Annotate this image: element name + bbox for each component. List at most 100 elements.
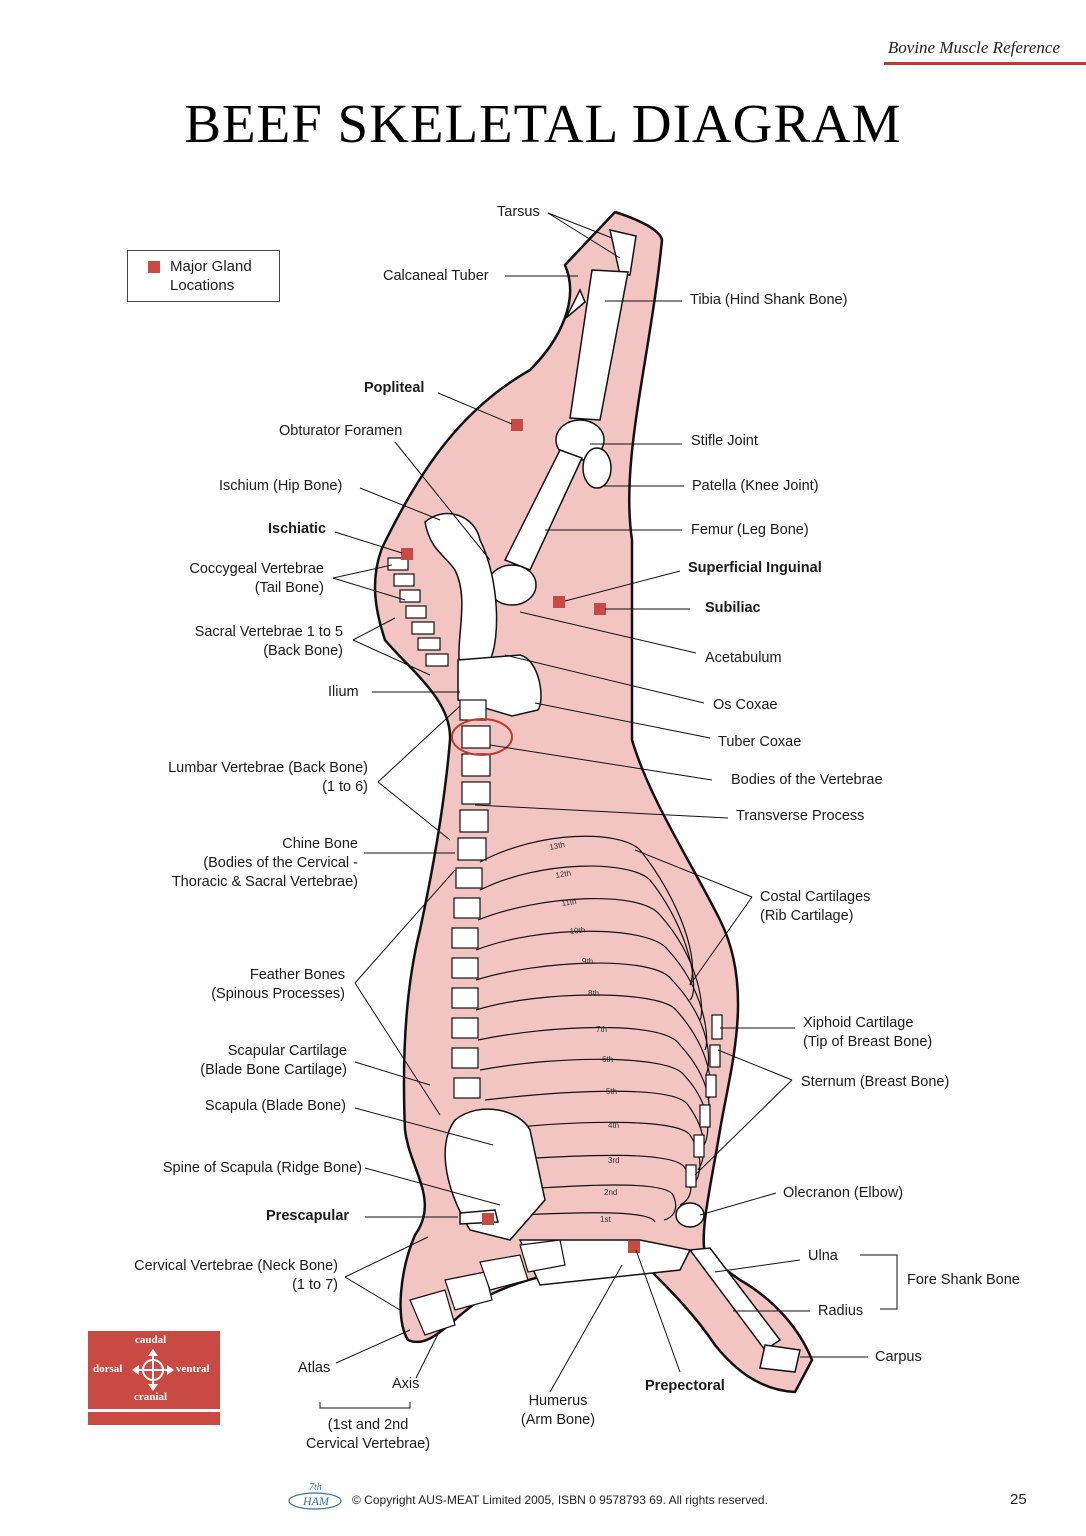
gland-marker-subiliac (594, 603, 606, 615)
rib-label-4: 4th (608, 1121, 619, 1130)
label-sacral: Sacral Vertebrae 1 to 5 (Back Bone) (150, 623, 343, 661)
label-carpus: Carpus (875, 1349, 922, 1365)
header-tag: Bovine Muscle Reference (887, 38, 1060, 57)
label-tibia: Tibia (Hind Shank Bone) (690, 292, 848, 308)
label-costal: Costal Cartilages (Rib Cartilage) (760, 888, 870, 926)
label-ischiatic: Ischiatic (268, 521, 327, 537)
label-axis: Axis (392, 1376, 420, 1392)
neck-bones (409, 1239, 566, 1336)
rib-label-7: 7th (596, 1025, 607, 1034)
label-lumbar-line-2: (1 to 6) (322, 779, 368, 795)
label-sacral-line-2: (Back Bone) (263, 643, 343, 659)
label-chine-line-1: Chine Bone (282, 836, 358, 852)
label-coccygeal: Coccygeal Vertebrae (Tail Bone) (150, 560, 324, 598)
label-os-coxae: Os Coxae (713, 697, 778, 713)
gland-marker-prescapular (482, 1213, 494, 1225)
pelvis-bones (424, 512, 542, 717)
label-xiphoid: Xiphoid Cartilage (Tip of Breast Bone) (803, 1014, 932, 1052)
label-cervical: Cervical Vertebrae (Neck Bone) (1 to 7) (110, 1257, 338, 1295)
label-obturator-foramen: Obturator Foramen (279, 423, 403, 439)
compass-top-label: caudal (135, 1334, 167, 1346)
gland-marker-popliteal (511, 419, 523, 431)
label-ischium: Ischium (Hip Bone) (219, 478, 343, 494)
rib-label-5: 5th (606, 1087, 617, 1096)
label-coccygeal-line-1: Coccygeal Vertebrae (189, 561, 324, 577)
label-tarsus: Tarsus (497, 204, 540, 220)
compass-right-label: ventral (176, 1363, 210, 1375)
label-popliteal: Popliteal (364, 380, 425, 396)
rib-labels: 13th 12th 11th 10th 9th 8th 7th 6th 5th … (549, 840, 620, 1224)
label-coccygeal-line-2: (Tail Bone) (254, 580, 324, 596)
label-humerus-line-2: (Arm Bone) (520, 1412, 596, 1428)
compass-arrows-icon (132, 1349, 174, 1391)
vertebral-column (387, 557, 491, 1099)
label-costal-line-1: Costal Cartilages (760, 889, 871, 905)
label-costal-line-2: (Rib Cartilage) (760, 908, 854, 924)
label-cervical-line-1: Cervical Vertebrae (Neck Bone) (134, 1258, 338, 1274)
label-cervical-line-2: (1 to 7) (292, 1277, 338, 1293)
label-scapular-cartilage-line-2: (Blade Bone Cartilage) (200, 1062, 347, 1078)
label-atlas: Atlas (298, 1360, 331, 1376)
label-lumbar: Lumbar Vertebrae (Back Bone) (1 to 6) (140, 759, 368, 797)
label-stifle-joint: Stifle Joint (691, 433, 758, 449)
copyright: © Copyright AUS-MEAT Limited 2005, ISBN … (352, 1493, 768, 1507)
rib-label-12: 12th (555, 868, 572, 880)
label-fore-shank: Fore Shank Bone (907, 1272, 1020, 1288)
label-scapular-cartilage-line-1: Scapular Cartilage (227, 1043, 347, 1059)
rib-label-2: 2nd (604, 1188, 617, 1197)
legend-swatch (148, 261, 160, 273)
label-prescapular: Prescapular (266, 1208, 350, 1224)
label-feather-line-1: Feather Bones (249, 967, 345, 983)
label-sternum: Sternum (Breast Bone) (801, 1074, 950, 1090)
ham-logo: 7th HAM (287, 1482, 343, 1510)
orientation-compass: caudal dorsal ventral cranial (88, 1331, 220, 1409)
calcaneal-notch (565, 288, 586, 319)
label-xiphoid-line-1: Xiphoid Cartilage (803, 1015, 914, 1031)
label-feather: Feather Bones (Spinous Processes) (150, 966, 345, 1004)
label-chine: Chine Bone (Bodies of the Cervical - Tho… (140, 835, 358, 892)
label-bodies-vertebrae: Bodies of the Vertebrae (731, 772, 883, 788)
ham-logo-bottom: HAM (303, 1494, 329, 1508)
label-transverse-process: Transverse Process (736, 808, 865, 824)
label-scapula: Scapula (Blade Bone) (204, 1098, 346, 1114)
label-scapular-cartilage: Scapular Cartilage (Blade Bone Cartilage… (150, 1042, 347, 1080)
header-rule (884, 62, 1086, 65)
rib-label-11: 11th (561, 897, 577, 908)
ham-logo-top: 7th (309, 1482, 322, 1493)
ribs (475, 835, 712, 1223)
label-chine-line-2: (Bodies of the Cervical - (203, 855, 358, 871)
rib-label-1: 1st (600, 1215, 611, 1224)
label-ilium: Ilium (328, 684, 359, 700)
page-title: BEEF SKELETAL DIAGRAM (184, 93, 902, 154)
label-patella: Patella (Knee Joint) (692, 478, 819, 494)
label-atlas-axis-line-2: Cervical Vertebrae) (305, 1436, 431, 1452)
sternum-bones (685, 1014, 723, 1188)
rib-label-3: 3rd (608, 1156, 620, 1165)
label-spine-scapula: Spine of Scapula (Ridge Bone) (162, 1160, 362, 1176)
label-calcaneal-tuber: Calcaneal Tuber (383, 268, 489, 284)
gland-marker-prepectoral (628, 1241, 640, 1253)
compass-bar (88, 1412, 220, 1425)
leader-lines (319, 212, 898, 1409)
gland-legend: Major Gland Locations (127, 250, 280, 302)
label-superficial-inguinal: Superficial Inguinal (688, 560, 822, 576)
label-humerus-line-1: Humerus (528, 1393, 588, 1409)
label-tuber-coxae: Tuber Coxae (718, 734, 802, 750)
legend-label: Major Gland Locations (170, 258, 252, 294)
label-lumbar-line-1: Lumbar Vertebrae (Back Bone) (168, 760, 368, 776)
vertebra-highlight (451, 718, 513, 756)
gland-markers (401, 419, 640, 1253)
label-subiliac: Subiliac (705, 600, 761, 616)
gland-marker-ischiatic (401, 548, 413, 560)
compass-bottom-label: cranial (134, 1391, 167, 1403)
rib-label-9: 9th (582, 957, 593, 966)
label-sacral-line-1: Sacral Vertebrae 1 to 5 (194, 624, 343, 640)
rib-label-13: 13th (549, 840, 566, 852)
label-prepectoral: Prepectoral (645, 1378, 725, 1394)
label-femur: Femur (Leg Bone) (691, 522, 809, 538)
rib-label-10: 10th (569, 925, 585, 936)
label-feather-line-2: (Spinous Processes) (211, 986, 345, 1002)
gland-marker-superficial-inguinal (553, 596, 565, 608)
label-atlas-axis-line-1: (1st and 2nd (327, 1417, 409, 1433)
